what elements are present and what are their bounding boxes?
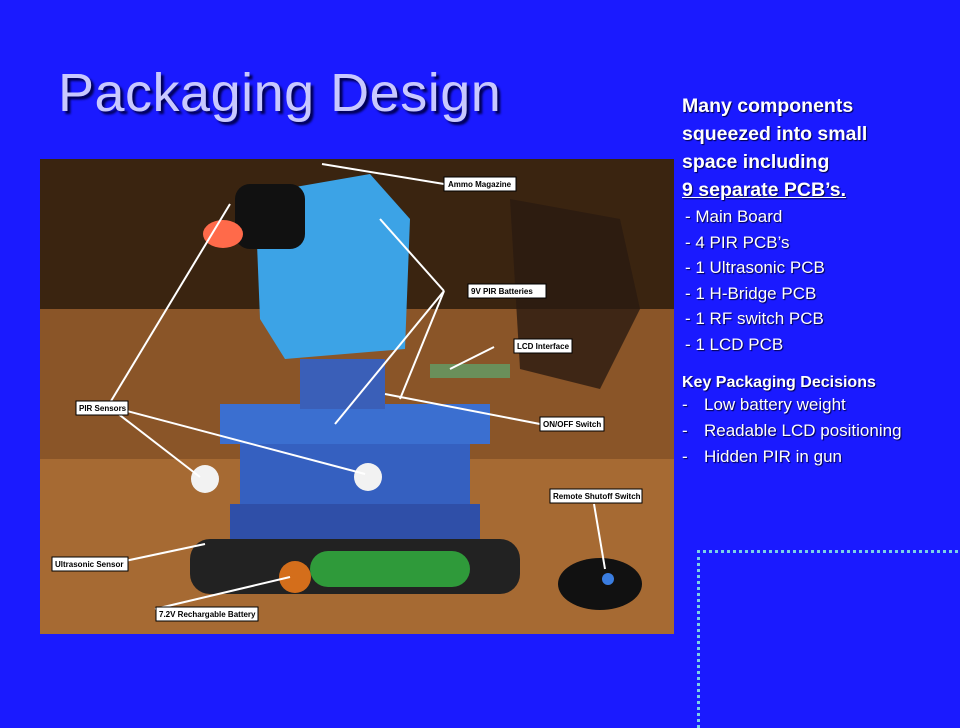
label-pir-batteries: 9V PIR Batteries bbox=[467, 283, 547, 299]
svg-text:Ammo Magazine: Ammo Magazine bbox=[448, 180, 512, 189]
svg-text:LCD Interface: LCD Interface bbox=[517, 342, 570, 351]
label-battery: 7.2V Rechargable Battery bbox=[155, 606, 259, 622]
label-ammo: Ammo Magazine bbox=[443, 176, 517, 192]
intro-line: space including bbox=[682, 151, 830, 173]
key-decisions-heading: Key Packaging Decisions bbox=[682, 374, 876, 391]
text-panel: Many components squeezed into small spac… bbox=[682, 92, 952, 473]
list-item: - Low battery weight bbox=[682, 395, 846, 414]
svg-text:7.2V Rechargable Battery: 7.2V Rechargable Battery bbox=[159, 610, 256, 619]
list-item: - 1 H-Bridge PCB bbox=[685, 283, 817, 303]
svg-text:PIR Sensors: PIR Sensors bbox=[79, 404, 127, 413]
list-item: - Main Board bbox=[685, 207, 783, 226]
slide-title: Packaging Design bbox=[58, 63, 502, 123]
decisions-list: - Low battery weight - Readable LCD posi… bbox=[682, 395, 952, 467]
intro-line: squeezed into small bbox=[682, 123, 868, 145]
label-onoff: ON/OFF Switch bbox=[539, 416, 605, 432]
intro-line-underlined: 9 separate PCB’s. bbox=[682, 179, 847, 201]
list-item: - Hidden PIR in gun bbox=[682, 447, 842, 466]
svg-text:ON/OFF Switch: ON/OFF Switch bbox=[543, 420, 601, 429]
label-pir-sensors: PIR Sensors bbox=[75, 400, 129, 416]
pcb-list: - Main Board - 4 PIR PCB’s - 1 Ultrasoni… bbox=[682, 204, 952, 357]
list-item: - 1 RF switch PCB bbox=[685, 309, 824, 328]
label-remote: Remote Shutoff Switch bbox=[549, 488, 643, 504]
list-item: - 1 Ultrasonic PCB bbox=[685, 258, 825, 277]
list-item: - Readable LCD positioning bbox=[682, 421, 902, 440]
label-lcd: LCD Interface bbox=[513, 338, 573, 354]
intro-text: Many components squeezed into small spac… bbox=[682, 92, 952, 204]
svg-text:9V PIR Batteries: 9V PIR Batteries bbox=[471, 287, 533, 296]
list-item: - 4 PIR PCB’s bbox=[685, 232, 790, 252]
label-ultrasonic: Ultrasonic Sensor bbox=[51, 556, 129, 572]
svg-text:Ultrasonic Sensor: Ultrasonic Sensor bbox=[55, 560, 123, 569]
decorative-dotted-frame bbox=[697, 550, 960, 728]
robot-photo: Ammo Magazine 9V PIR Batteries LCD Inter… bbox=[40, 159, 674, 634]
list-item: - 1 LCD PCB bbox=[685, 334, 784, 354]
svg-text:Remote Shutoff Switch: Remote Shutoff Switch bbox=[553, 492, 641, 501]
intro-line: Many components bbox=[682, 95, 854, 117]
